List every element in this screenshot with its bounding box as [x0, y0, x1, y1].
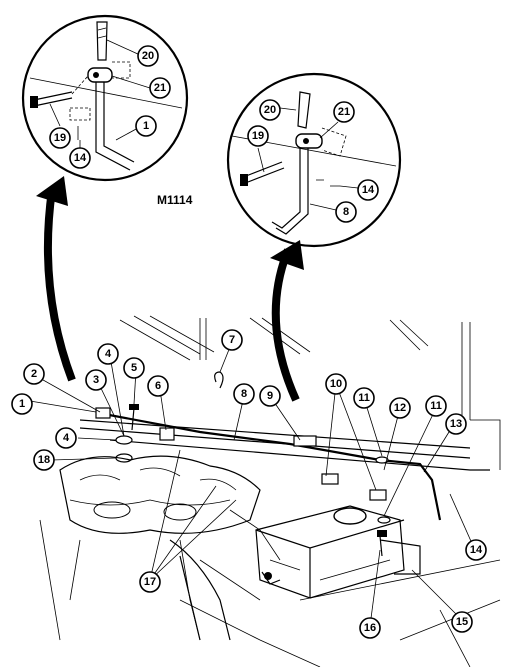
callout-4-bottom: 4 — [55, 427, 77, 449]
callout-11-left: 11 — [353, 387, 375, 409]
detail-left-callout-19: 19 — [49, 127, 71, 149]
svg-text:19: 19 — [54, 132, 66, 144]
detail-left-callout-1: 1 — [135, 115, 157, 137]
svg-text:14: 14 — [362, 184, 375, 196]
svg-text:5: 5 — [131, 362, 137, 374]
callout-16: 16 — [359, 617, 381, 639]
svg-text:20: 20 — [264, 104, 276, 116]
svg-text:15: 15 — [456, 616, 468, 628]
callout-11-right: 11 — [425, 395, 447, 417]
detail-right-callout-14: 14 — [357, 179, 379, 201]
callout-18: 18 — [33, 449, 55, 471]
detail-arrow-right — [270, 240, 304, 402]
callout-6: 6 — [147, 375, 169, 397]
svg-text:8: 8 — [343, 206, 349, 218]
svg-text:18: 18 — [38, 454, 50, 466]
callout-10: 10 — [325, 373, 347, 395]
callout-5: 5 — [123, 357, 145, 379]
svg-text:6: 6 — [155, 380, 161, 392]
svg-text:16: 16 — [364, 622, 376, 634]
callout-1: 1 — [11, 393, 33, 415]
svg-text:8: 8 — [241, 388, 247, 400]
svg-text:20: 20 — [142, 50, 154, 62]
callout-9: 9 — [259, 385, 281, 407]
detail-left-callout-20: 20 — [137, 45, 159, 67]
callout-3: 3 — [85, 369, 107, 391]
engine-bay-illustration — [39, 315, 501, 667]
callout-4-top: 4 — [97, 343, 119, 365]
svg-text:11: 11 — [358, 392, 370, 404]
detail-right-callout-8: 8 — [335, 201, 357, 223]
model-label: M1114 — [157, 193, 193, 207]
callout-12: 12 — [389, 397, 411, 419]
svg-text:19: 19 — [252, 130, 264, 142]
detail-right-callout-21: 21 — [333, 101, 355, 123]
detail-left-callout-14: 14 — [69, 147, 91, 169]
detail-right-callout-19: 19 — [247, 125, 269, 147]
svg-text:17: 17 — [144, 576, 156, 588]
callout-15: 15 — [451, 611, 473, 633]
svg-text:2: 2 — [31, 368, 37, 380]
callout-17: 17 — [139, 571, 161, 593]
svg-text:3: 3 — [93, 374, 99, 386]
svg-text:1: 1 — [143, 120, 149, 132]
callout-7: 7 — [221, 329, 243, 351]
svg-text:7: 7 — [229, 334, 235, 346]
detail-arrow-left — [36, 176, 76, 382]
detail-left-callout-21: 21 — [149, 77, 171, 99]
svg-text:14: 14 — [470, 544, 483, 556]
callout-13: 13 — [445, 413, 467, 435]
svg-text:4: 4 — [105, 348, 112, 360]
callout-8: 8 — [233, 383, 255, 405]
svg-text:21: 21 — [154, 82, 166, 94]
svg-text:1: 1 — [19, 398, 25, 410]
svg-text:12: 12 — [394, 402, 406, 414]
svg-text:10: 10 — [330, 378, 342, 390]
svg-text:21: 21 — [338, 106, 350, 118]
callout-2: 2 — [23, 363, 45, 385]
callout-leaders — [23, 341, 475, 627]
callout-14: 14 — [465, 539, 487, 561]
svg-text:9: 9 — [267, 390, 273, 402]
detail-right-callout-20: 20 — [259, 99, 281, 121]
svg-text:14: 14 — [74, 152, 87, 164]
detail-view-right — [226, 72, 402, 248]
svg-text:4: 4 — [63, 432, 70, 444]
svg-text:13: 13 — [450, 418, 462, 430]
svg-text:11: 11 — [430, 400, 442, 412]
